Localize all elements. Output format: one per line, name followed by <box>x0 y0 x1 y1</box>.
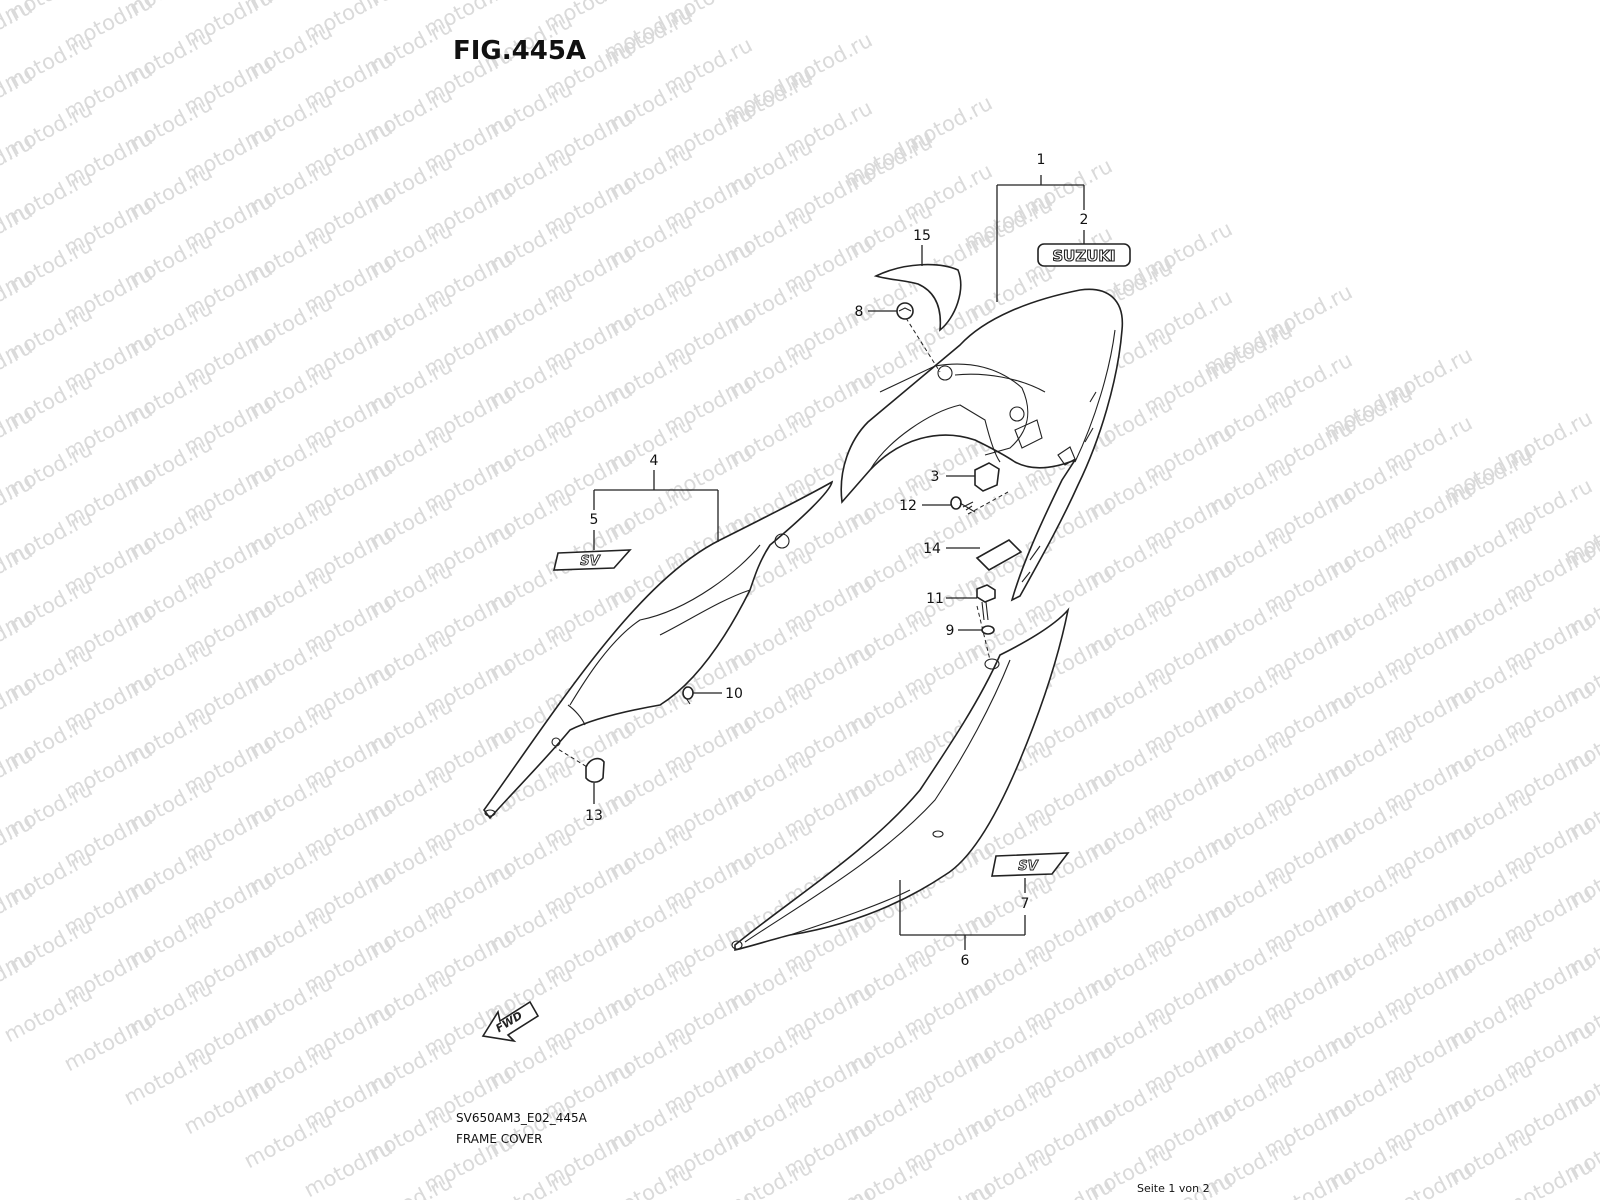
callout-14: 14 <box>923 541 941 557</box>
right-frame-cover <box>731 607 1070 952</box>
callout-9: 9 <box>946 623 955 639</box>
suzuki-emblem-part-2: SUZUKI <box>1037 243 1131 267</box>
callout-7: 7 <box>1021 896 1030 912</box>
sv-emblem-part-7: SV <box>991 852 1070 877</box>
callout-12: 12 <box>899 498 917 514</box>
stud-guide-line <box>976 605 991 661</box>
figure-title: FIG.445A <box>453 36 587 66</box>
callout-labels: 1 2 3 4 5 6 7 8 9 10 11 12 13 14 15 <box>585 152 1088 969</box>
callout-11: 11 <box>926 591 944 607</box>
sv-emblem-right-text: SV <box>1018 859 1038 874</box>
left-frame-cover <box>483 480 834 820</box>
screw-part-12 <box>950 496 976 513</box>
plug-guide-line <box>552 745 593 771</box>
diagram-code: SV650AM3_E02_445A <box>456 1111 587 1125</box>
bolt-guide-line <box>905 317 941 373</box>
callout-4: 4 <box>650 453 659 469</box>
fwd-arrow-icon: FWD <box>481 1000 540 1043</box>
diagram-caption: FRAME COVER <box>456 1132 543 1146</box>
clip-part-10 <box>682 686 694 705</box>
callout-13: 13 <box>585 808 603 824</box>
leader-lines <box>593 175 1085 950</box>
bolt-part-11 <box>976 584 996 621</box>
callout-15: 15 <box>913 228 931 244</box>
bolt-part-8 <box>896 302 914 320</box>
plug-part-13 <box>585 757 605 783</box>
seat-cushion-part-15 <box>873 263 962 332</box>
sv-emblem-left-text: SV <box>580 554 600 569</box>
callout-1: 1 <box>1037 152 1046 168</box>
rubber-cushion-part-3 <box>974 462 1000 492</box>
callout-3: 3 <box>931 469 940 485</box>
callout-5: 5 <box>590 512 599 528</box>
rear-tail-cover <box>840 288 1124 602</box>
callout-8: 8 <box>855 304 864 320</box>
page-number: Seite 1 von 2 <box>1137 1182 1210 1195</box>
suzuki-emblem-text: SUZUKI <box>1052 247 1115 265</box>
screw-guide-line <box>967 491 1009 515</box>
nut-part-9 <box>981 625 995 635</box>
sv-emblem-part-5: SV <box>552 549 632 571</box>
callout-10: 10 <box>725 686 743 702</box>
pad-part-14 <box>975 539 1023 571</box>
callout-2: 2 <box>1080 212 1089 228</box>
callout-6: 6 <box>961 953 970 969</box>
